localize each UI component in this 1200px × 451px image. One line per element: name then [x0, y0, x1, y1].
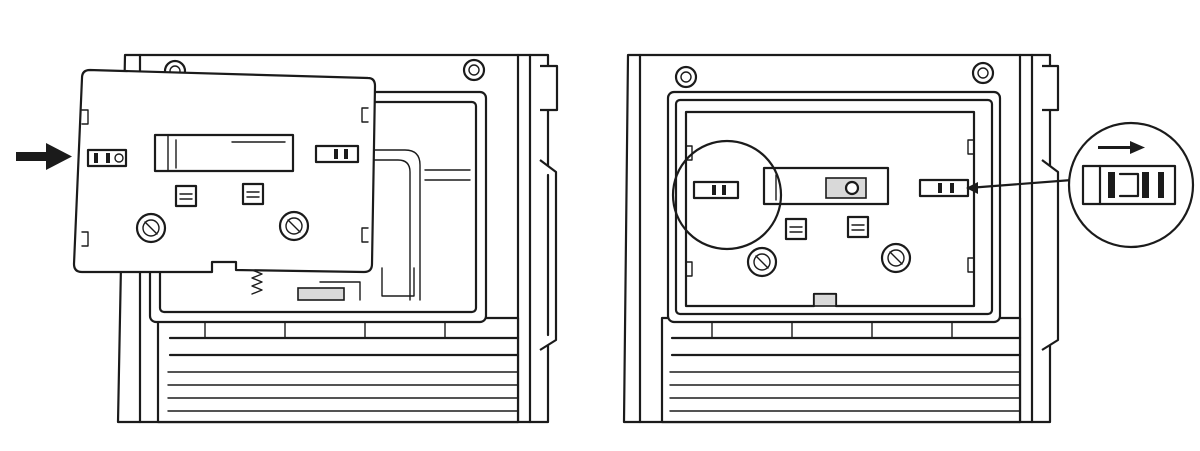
screw-icon	[278, 210, 310, 242]
screw-icon	[674, 65, 698, 89]
panel-left-cover-insertion	[16, 53, 559, 424]
screw-icon	[746, 246, 778, 278]
cover-plate	[72, 68, 377, 274]
screw-icon	[880, 242, 912, 274]
latch-icon	[314, 144, 360, 164]
magnifier-circle	[671, 139, 783, 251]
panel-right-cover-installed	[622, 53, 1195, 424]
screw-icon	[971, 61, 995, 85]
screw-icon	[462, 58, 486, 82]
screw-icon	[135, 212, 167, 244]
cover-plate	[684, 110, 976, 308]
right-arrow-icon	[1098, 141, 1145, 154]
zoom-detail-callout-icon	[966, 121, 1195, 249]
right-arrow-icon	[16, 143, 72, 170]
latch-icon	[918, 178, 970, 198]
latch-icon	[692, 180, 740, 200]
latch-icon	[86, 148, 128, 168]
